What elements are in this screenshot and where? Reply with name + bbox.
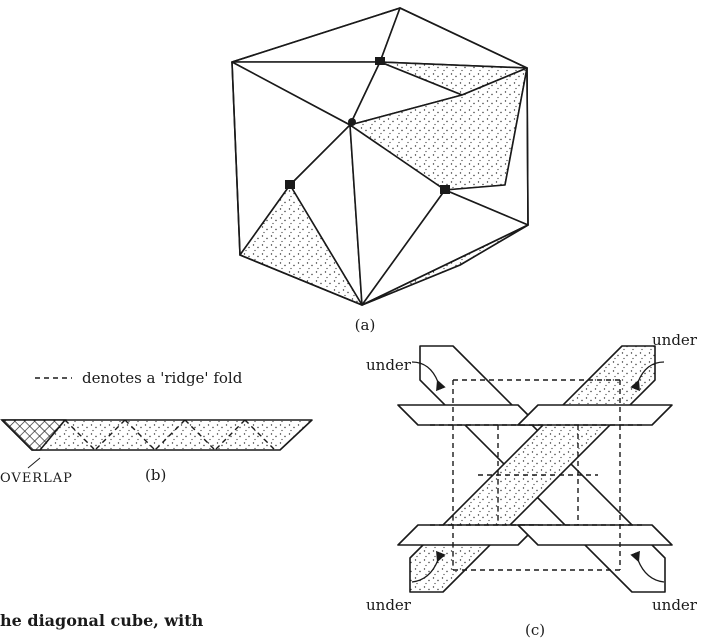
net-band-top-right: [517, 404, 673, 426]
cube-join-top: [375, 57, 385, 65]
figure-a-label: (a): [355, 316, 376, 334]
under-arrow-top-right: [630, 361, 665, 392]
net-ridge-folds: [430, 379, 645, 571]
cube-center-pinch: [348, 118, 356, 126]
under-label-top-right: under: [652, 331, 698, 349]
figure-c-net: under under under under (c): [366, 331, 698, 639]
net-band-bottom-left: [397, 524, 539, 546]
caption-fragment: he diagonal cube, with: [0, 611, 204, 630]
figure-a-cube: (a): [231, 7, 529, 334]
cube-outline: [231, 7, 529, 306]
under-label-top-left: under: [366, 356, 412, 374]
under-label-bottom-left: under: [366, 596, 412, 614]
under-label-bottom-right: under: [652, 596, 698, 614]
cube-join-right: [440, 185, 450, 194]
cube-join-left: [285, 180, 295, 189]
overlap-pointer: [27, 457, 41, 469]
under-arrow-bottom-right: [630, 550, 665, 583]
strip-ridge-folds: [64, 419, 276, 451]
ridge-fold-legend-text: denotes a 'ridge' fold: [82, 369, 243, 387]
figure-c-label: (c): [525, 621, 545, 639]
figure-b-label: (b): [145, 466, 166, 484]
cube-face-top-right: [379, 7, 528, 69]
overlap-region: [0, 419, 67, 451]
under-arrow-top-left: [411, 361, 446, 392]
under-arrow-bottom-left: [411, 550, 446, 583]
net-band-top-left: [397, 404, 539, 426]
figure-b-strip: denotes a 'ridge' fold OVERLAP (b): [0, 369, 313, 486]
net-band-bottom-right: [517, 524, 673, 546]
overlap-label: OVERLAP: [0, 471, 73, 486]
